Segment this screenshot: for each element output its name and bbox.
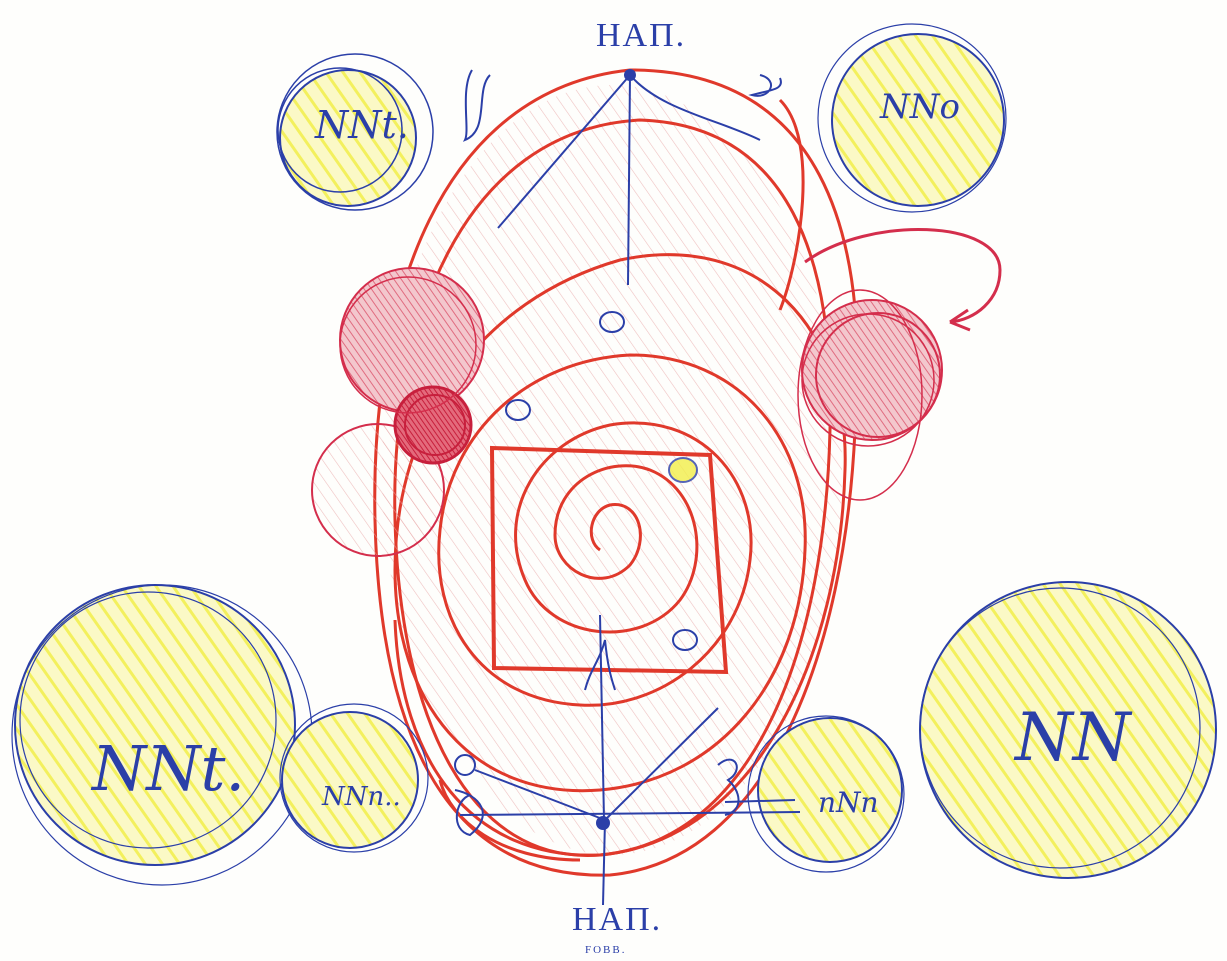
bottom-right-large-circle-label: NN — [1013, 699, 1133, 776]
crimson-curved-arrow — [804, 227, 1002, 332]
bottom-axis-sublabel: FOBB. — [585, 944, 627, 956]
top-right-circle-label: NNo — [879, 87, 960, 127]
blue-small-marks — [454, 69, 782, 837]
crimson-circles-right — [797, 289, 943, 501]
yellow-circles — [11, 23, 1217, 886]
handwritten-labels: НАП. НАП. FOBB. NNt. NNo NNt. NNn.. nNn … — [90, 17, 1133, 956]
blue-axes — [459, 74, 801, 906]
bottom-right-small-circle-label: nNn — [818, 786, 879, 819]
top-axis-label: НАП. — [596, 17, 686, 54]
bottom-left-large-circle-label: NNt. — [90, 732, 245, 805]
top-left-circle-label: NNt. — [314, 103, 409, 147]
red-square — [489, 445, 729, 675]
blue-nodes — [596, 69, 636, 830]
bottom-axis-label: НАП. — [572, 901, 662, 938]
crimson-circles-left — [311, 267, 485, 557]
bottom-left-small-circle-label: NNn.. — [321, 782, 401, 812]
